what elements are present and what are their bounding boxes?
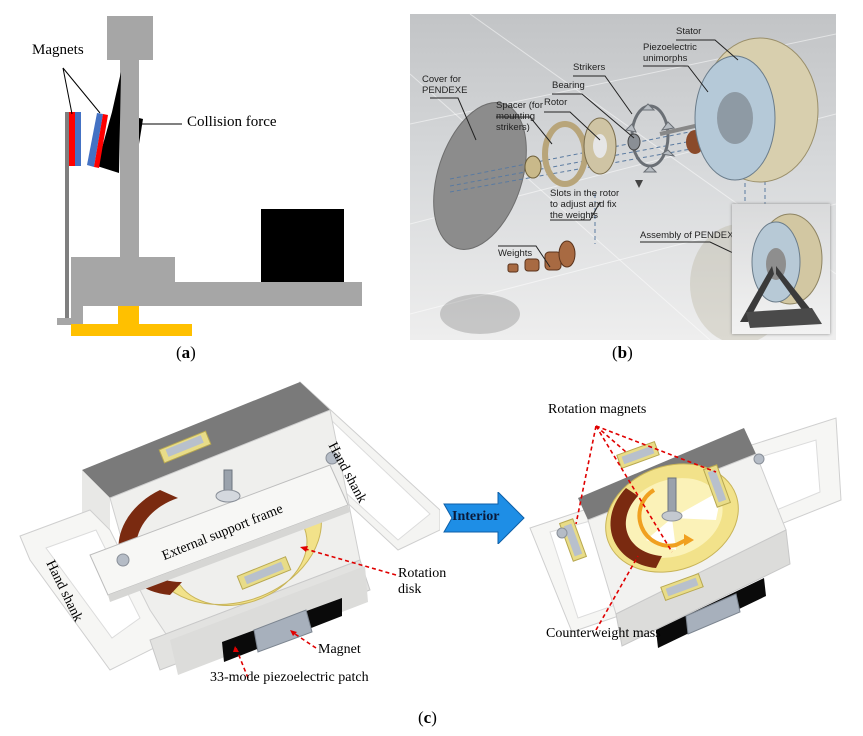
- panel-a-drawing: [57, 16, 362, 336]
- label-strikers: Strikers: [573, 62, 606, 73]
- interior-front-wall: [615, 529, 791, 647]
- caption-a-letter: a: [181, 343, 191, 362]
- magnets-leader-1: [62, 67, 73, 115]
- caption-c-letter: c: [423, 708, 432, 727]
- caption-b-letter: b: [617, 343, 628, 362]
- panel-b-drawing: [410, 14, 836, 340]
- magnet-blue-fixed: [75, 112, 81, 166]
- tip-mass: [261, 209, 344, 282]
- label-assembly: Assembly of PENDEXE: [640, 230, 740, 241]
- horizontal-beam: [83, 282, 362, 306]
- label-piezo: Piezoelectric unimorphs: [643, 42, 697, 64]
- collision-point: [139, 118, 143, 144]
- label-rotation-disk: Rotation disk: [398, 566, 447, 597]
- label-rotation-magnets: Rotation magnets: [548, 402, 647, 417]
- panel-c-interior: Rotation magnets Counterweight mass: [526, 370, 863, 700]
- magnets-label: Magnets: [32, 42, 84, 58]
- yellow-pillar: [118, 306, 139, 324]
- hub: [524, 155, 542, 179]
- panel-c-exterior: Hand shank Hand shank External support f…: [0, 370, 446, 700]
- collision-force-label: Collision force: [187, 114, 277, 130]
- pendant: [635, 180, 643, 188]
- panel-b: Cover for PENDEXE Spacer (for mounting s…: [410, 14, 836, 340]
- magnets-leader-2: [62, 67, 101, 114]
- vertical-column: [120, 60, 139, 258]
- caption-b: (b): [612, 343, 633, 362]
- magnet-shape: [253, 609, 313, 653]
- screw-left: [116, 553, 130, 567]
- stator-drum: [694, 37, 819, 183]
- label-slots: Slots in the rotor to adjust and fix the…: [550, 188, 620, 221]
- screw-right: [325, 451, 339, 465]
- label-piezo-patch: 33-mode piezoelectric patch: [210, 670, 369, 685]
- interior-arrow: Interior: [442, 490, 526, 546]
- cover-disc: [433, 102, 527, 250]
- box-front-face: [170, 566, 368, 675]
- label-cover: Cover for PENDEXE: [422, 74, 468, 96]
- label-spacer: Spacer (for mounting strikers): [496, 100, 543, 133]
- caption-a: (a): [176, 343, 196, 362]
- label-bearing: Bearing: [552, 80, 585, 91]
- exterior-drawing: [19, 381, 441, 679]
- label-rotor: Rotor: [544, 97, 568, 108]
- label-stator: Stator: [676, 26, 702, 37]
- interior-drawing: [529, 417, 842, 648]
- interior-arrow-label: Interior: [452, 509, 500, 524]
- assembly-inset: [732, 204, 830, 334]
- striker: [97, 72, 121, 173]
- c-left-arrowheads: [233, 546, 308, 652]
- label-counterweight-mass: Counterweight mass: [546, 626, 661, 641]
- panel-a: Magnets Collision force (a): [0, 0, 400, 370]
- spacer-ring: [542, 121, 588, 187]
- rotor-hole: [593, 134, 607, 158]
- yellow-base: [71, 324, 192, 336]
- fixed-post: [65, 112, 69, 320]
- magnet-blue-moving: [87, 113, 103, 167]
- b-leaders: [430, 39, 751, 268]
- magnet-red-moving: [94, 114, 108, 168]
- interior-shaft: [667, 477, 677, 515]
- c-right-leaders: [575, 425, 717, 631]
- caption-c: (c): [418, 708, 437, 727]
- top-block: [107, 16, 153, 60]
- interior-counterweight: [610, 488, 662, 568]
- magnet-red-fixed: [69, 112, 75, 166]
- label-weights: Weights: [498, 248, 533, 259]
- c-left-leaders: [235, 547, 397, 679]
- assembly-inset-drawing: [740, 213, 823, 328]
- rotation-direction-arrow: [637, 488, 687, 548]
- interior-magnets: [558, 440, 732, 602]
- label-magnet: Magnet: [318, 642, 361, 657]
- interior-magnet: [685, 593, 741, 635]
- column-base: [71, 257, 175, 283]
- post-foot: [57, 318, 72, 325]
- bearing: [627, 133, 641, 151]
- left-upright: [71, 257, 83, 325]
